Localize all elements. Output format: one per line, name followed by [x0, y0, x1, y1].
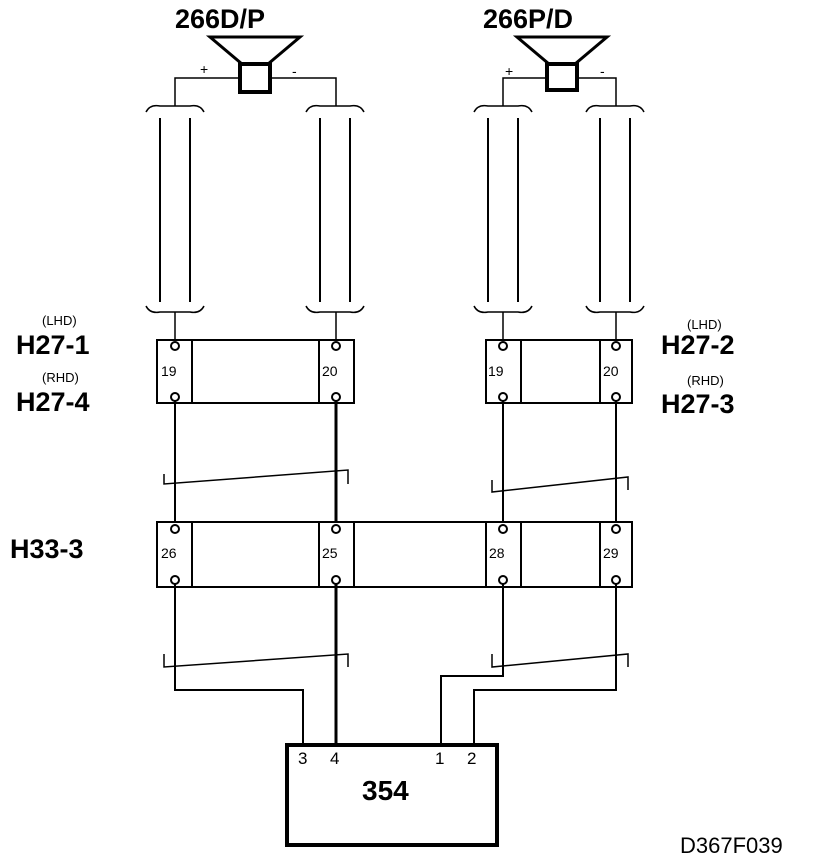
- speaker-left-magnet-icon: [238, 62, 272, 94]
- speaker-right-cone-icon: [512, 35, 612, 66]
- connector-h33-pin-28: 28: [489, 545, 505, 561]
- h27-right-rhd-note: (RHD): [687, 373, 724, 388]
- unit-354-pin-4: 4: [330, 749, 339, 768]
- cable-group-1: [145, 104, 205, 342]
- pin-hole: [498, 341, 508, 351]
- cable-bottom-bracket: [145, 305, 205, 314]
- cable-bottom-bracket: [305, 305, 365, 314]
- speaker-left-cone-icon: [205, 35, 305, 66]
- cable-top-bracket: [145, 104, 205, 113]
- wire: [174, 584, 304, 746]
- speaker-left-plus-lead: [174, 77, 240, 106]
- connector-h33: 26 25 28 29: [156, 521, 633, 588]
- cable-top-bracket: [585, 104, 645, 113]
- pin-hole: [170, 575, 180, 585]
- pin-hole: [331, 392, 341, 402]
- cable-bottom-bracket: [473, 305, 533, 314]
- speaker-right-plus-lead: [502, 77, 547, 106]
- h27-left-rhd-label: H27-4: [16, 387, 90, 417]
- connector-h27-left-pin-20: 20: [322, 363, 338, 379]
- speaker-right-magnet-icon: [545, 62, 579, 92]
- h27-left-lhd-note: (LHD): [42, 313, 77, 328]
- cable-group-2: [305, 104, 365, 342]
- pin-hole: [331, 341, 341, 351]
- speaker-right-minus-lead: [577, 77, 617, 106]
- speaker-right-label: 266P/D: [483, 4, 573, 34]
- pin-hole: [611, 524, 621, 534]
- unit-354-body: [285, 743, 499, 847]
- connector-h27-right: 19 20: [485, 339, 633, 404]
- unit-354: 3 4 1 2 354: [285, 743, 499, 847]
- twist-marker: [491, 653, 629, 668]
- pin-hole: [331, 575, 341, 585]
- pin-hole: [170, 524, 180, 534]
- cable-top-bracket: [473, 104, 533, 113]
- connector-h33-pin-29: 29: [603, 545, 619, 561]
- pin-hole: [498, 524, 508, 534]
- twist-marker: [491, 476, 629, 493]
- twist-marker: [163, 653, 349, 668]
- wires-h33-to-unit: [163, 584, 629, 746]
- h27-right-lhd-label: H27-2: [661, 330, 735, 360]
- unit-354-pin-2: 2: [467, 749, 476, 768]
- connector-h27-right-body: [485, 339, 633, 404]
- speaker-right-plus-sign: +: [505, 63, 513, 79]
- unit-354-pin-1: 1: [435, 749, 444, 768]
- speaker-right-minus-sign: -: [600, 63, 605, 79]
- pin-hole: [170, 341, 180, 351]
- connector-h33-body: [156, 521, 633, 588]
- h33-label: H33-3: [10, 534, 84, 564]
- connector-h27-right-pin-19: 19: [488, 363, 504, 379]
- pin-hole: [498, 392, 508, 402]
- h27-left-lhd-label: H27-1: [16, 330, 90, 360]
- connector-h33-pin-25: 25: [322, 545, 338, 561]
- speaker-left-plus-sign: +: [200, 61, 208, 77]
- speaker-left-label: 266D/P: [175, 4, 265, 34]
- wire: [473, 584, 617, 746]
- twist-marker: [163, 469, 349, 485]
- pin-hole: [611, 392, 621, 402]
- pin-hole: [170, 392, 180, 402]
- pin-hole: [611, 341, 621, 351]
- speaker-right: 266P/D + -: [483, 4, 617, 106]
- h27-left-rhd-note: (RHD): [42, 370, 79, 385]
- figure-reference: D367F039: [680, 833, 783, 858]
- speaker-left-minus-lead: [270, 77, 337, 106]
- unit-354-label: 354: [362, 775, 409, 806]
- cable-group-3: [473, 104, 533, 342]
- connector-h27-left: 19 20: [156, 339, 355, 404]
- connector-h27-left-pin-19: 19: [161, 363, 177, 379]
- speaker-left: 266D/P + -: [174, 4, 337, 106]
- h27-right-lhd-note: (LHD): [687, 317, 722, 332]
- cable-bottom-bracket: [585, 305, 645, 314]
- pin-hole: [611, 575, 621, 585]
- pin-hole: [331, 524, 341, 534]
- connector-h33-pin-26: 26: [161, 545, 177, 561]
- wires-h27-to-h33: [163, 401, 629, 524]
- cable-top-bracket: [305, 104, 365, 113]
- h27-right-rhd-label: H27-3: [661, 389, 735, 419]
- connector-h27-right-pin-20: 20: [603, 363, 619, 379]
- speaker-left-minus-sign: -: [292, 63, 297, 79]
- wire: [440, 584, 504, 746]
- connector-h27-left-body: [156, 339, 355, 404]
- cable-group-4: [585, 104, 645, 342]
- pin-hole: [498, 575, 508, 585]
- unit-354-pin-3: 3: [298, 749, 307, 768]
